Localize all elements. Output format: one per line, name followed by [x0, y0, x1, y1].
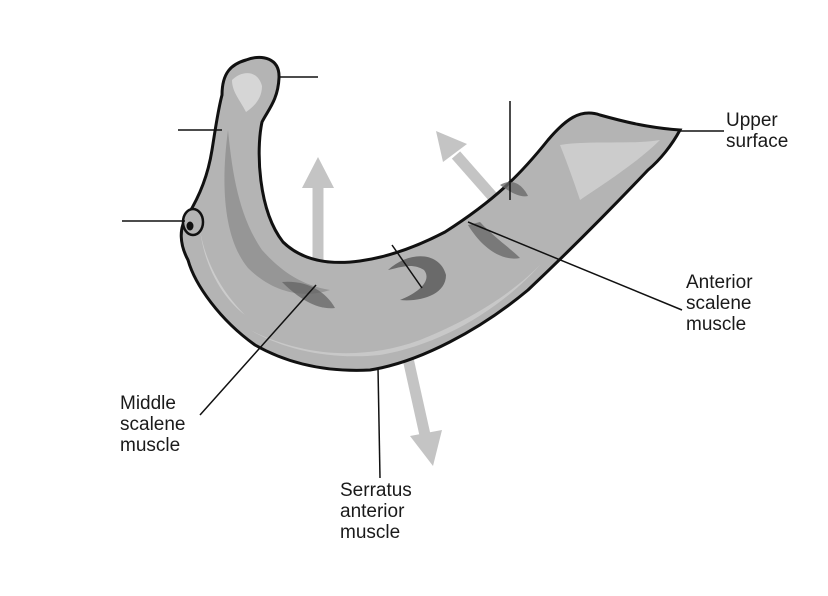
- leader-groove-center: [391, 244, 423, 289]
- middle-scalene-arrow: [302, 157, 334, 270]
- label-anterior-scalene-line-3: muscle: [686, 314, 747, 335]
- leader-serratus-anterior: [377, 367, 381, 479]
- leader-anterior-scalene: [467, 221, 683, 311]
- label-middle-scalene-line-1: Middle: [120, 393, 176, 414]
- label-serratus-anterior-line-3: muscle: [340, 522, 401, 543]
- label-anterior-scalene-muscle: Anterior scalene muscle: [686, 272, 753, 335]
- serratus-anterior-arrow: [399, 343, 442, 466]
- label-upper-surface: Upper surface: [726, 110, 788, 152]
- first-rib-bone: [179, 55, 683, 372]
- label-middle-scalene-line-2: scalene: [120, 414, 186, 435]
- label-serratus-anterior-line-1: Serratus: [340, 480, 412, 501]
- bone-shading: [200, 73, 660, 357]
- rib-body: [179, 55, 683, 372]
- label-upper-surface-line-1: Upper: [726, 110, 778, 131]
- label-serratus-anterior-line-2: anterior: [340, 501, 405, 522]
- label-serratus-anterior-muscle: Serratus anterior muscle: [340, 480, 412, 543]
- label-upper-surface-line-2: surface: [726, 131, 789, 152]
- label-middle-scalene-muscle: Middle scalene muscle: [120, 393, 186, 456]
- anterior-scalene-arrow: [436, 131, 505, 209]
- leader-middle-scalene: [199, 284, 317, 416]
- leader-lines: [122, 76, 724, 479]
- label-middle-scalene-line-3: muscle: [120, 435, 181, 456]
- label-anterior-scalene-line-2: scalene: [686, 293, 752, 314]
- label-anterior-scalene-line-1: Anterior: [686, 272, 753, 293]
- rib-tubercle: [181, 207, 205, 237]
